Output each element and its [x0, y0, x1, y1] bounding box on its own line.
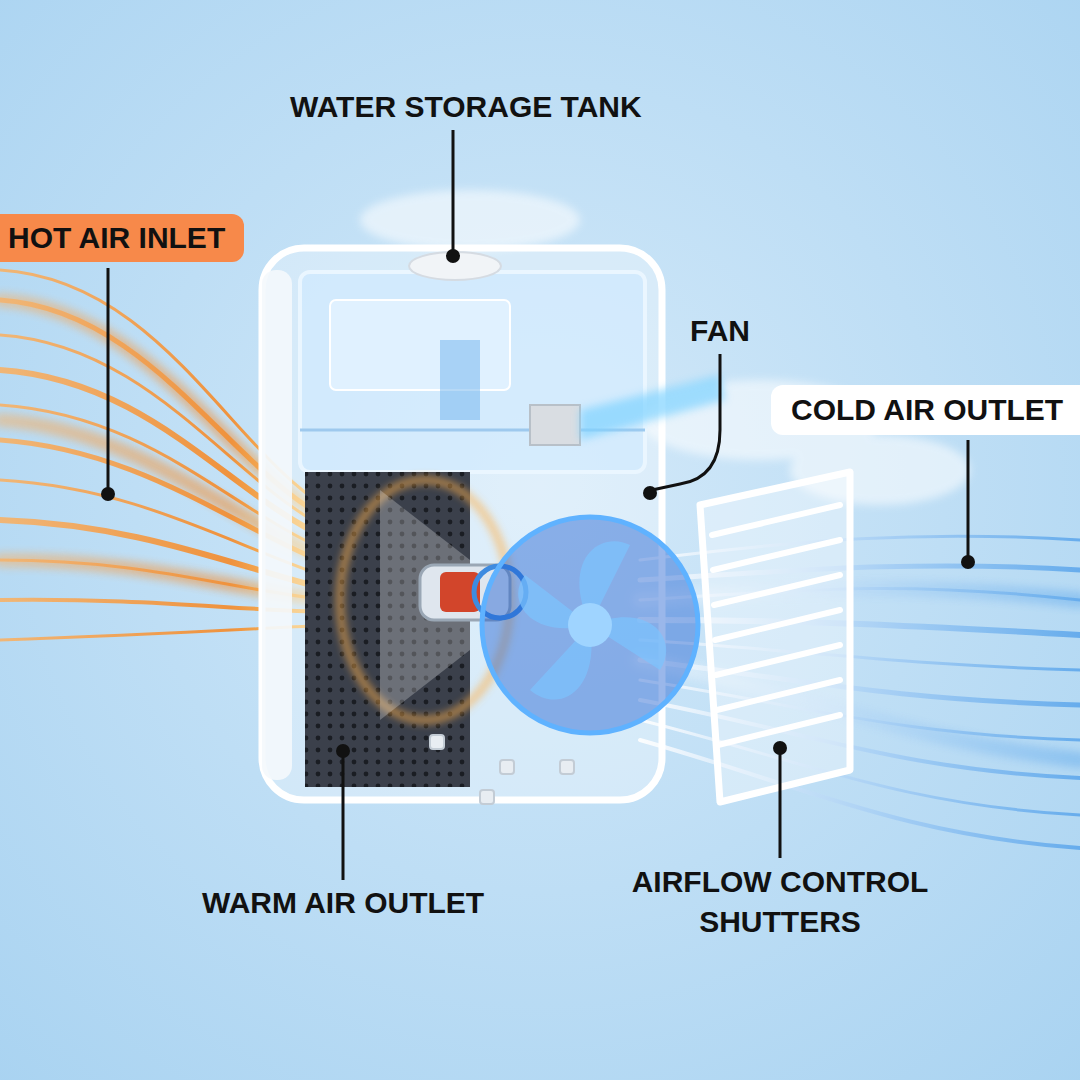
part-label: COLD AIR OUTLET [791, 393, 1063, 427]
inlet-tag: HOT AIR INLET [0, 214, 244, 262]
part-label: FAN [690, 311, 750, 351]
part-label: WATER STORAGE TANK [290, 87, 642, 127]
part-label: WARM AIR OUTLET [202, 883, 484, 923]
part-label: HOT AIR INLET [8, 221, 225, 255]
part-label: AIRFLOW CONTROL SHUTTERS [600, 862, 960, 942]
outlet-tag: COLD AIR OUTLET [771, 385, 1080, 435]
